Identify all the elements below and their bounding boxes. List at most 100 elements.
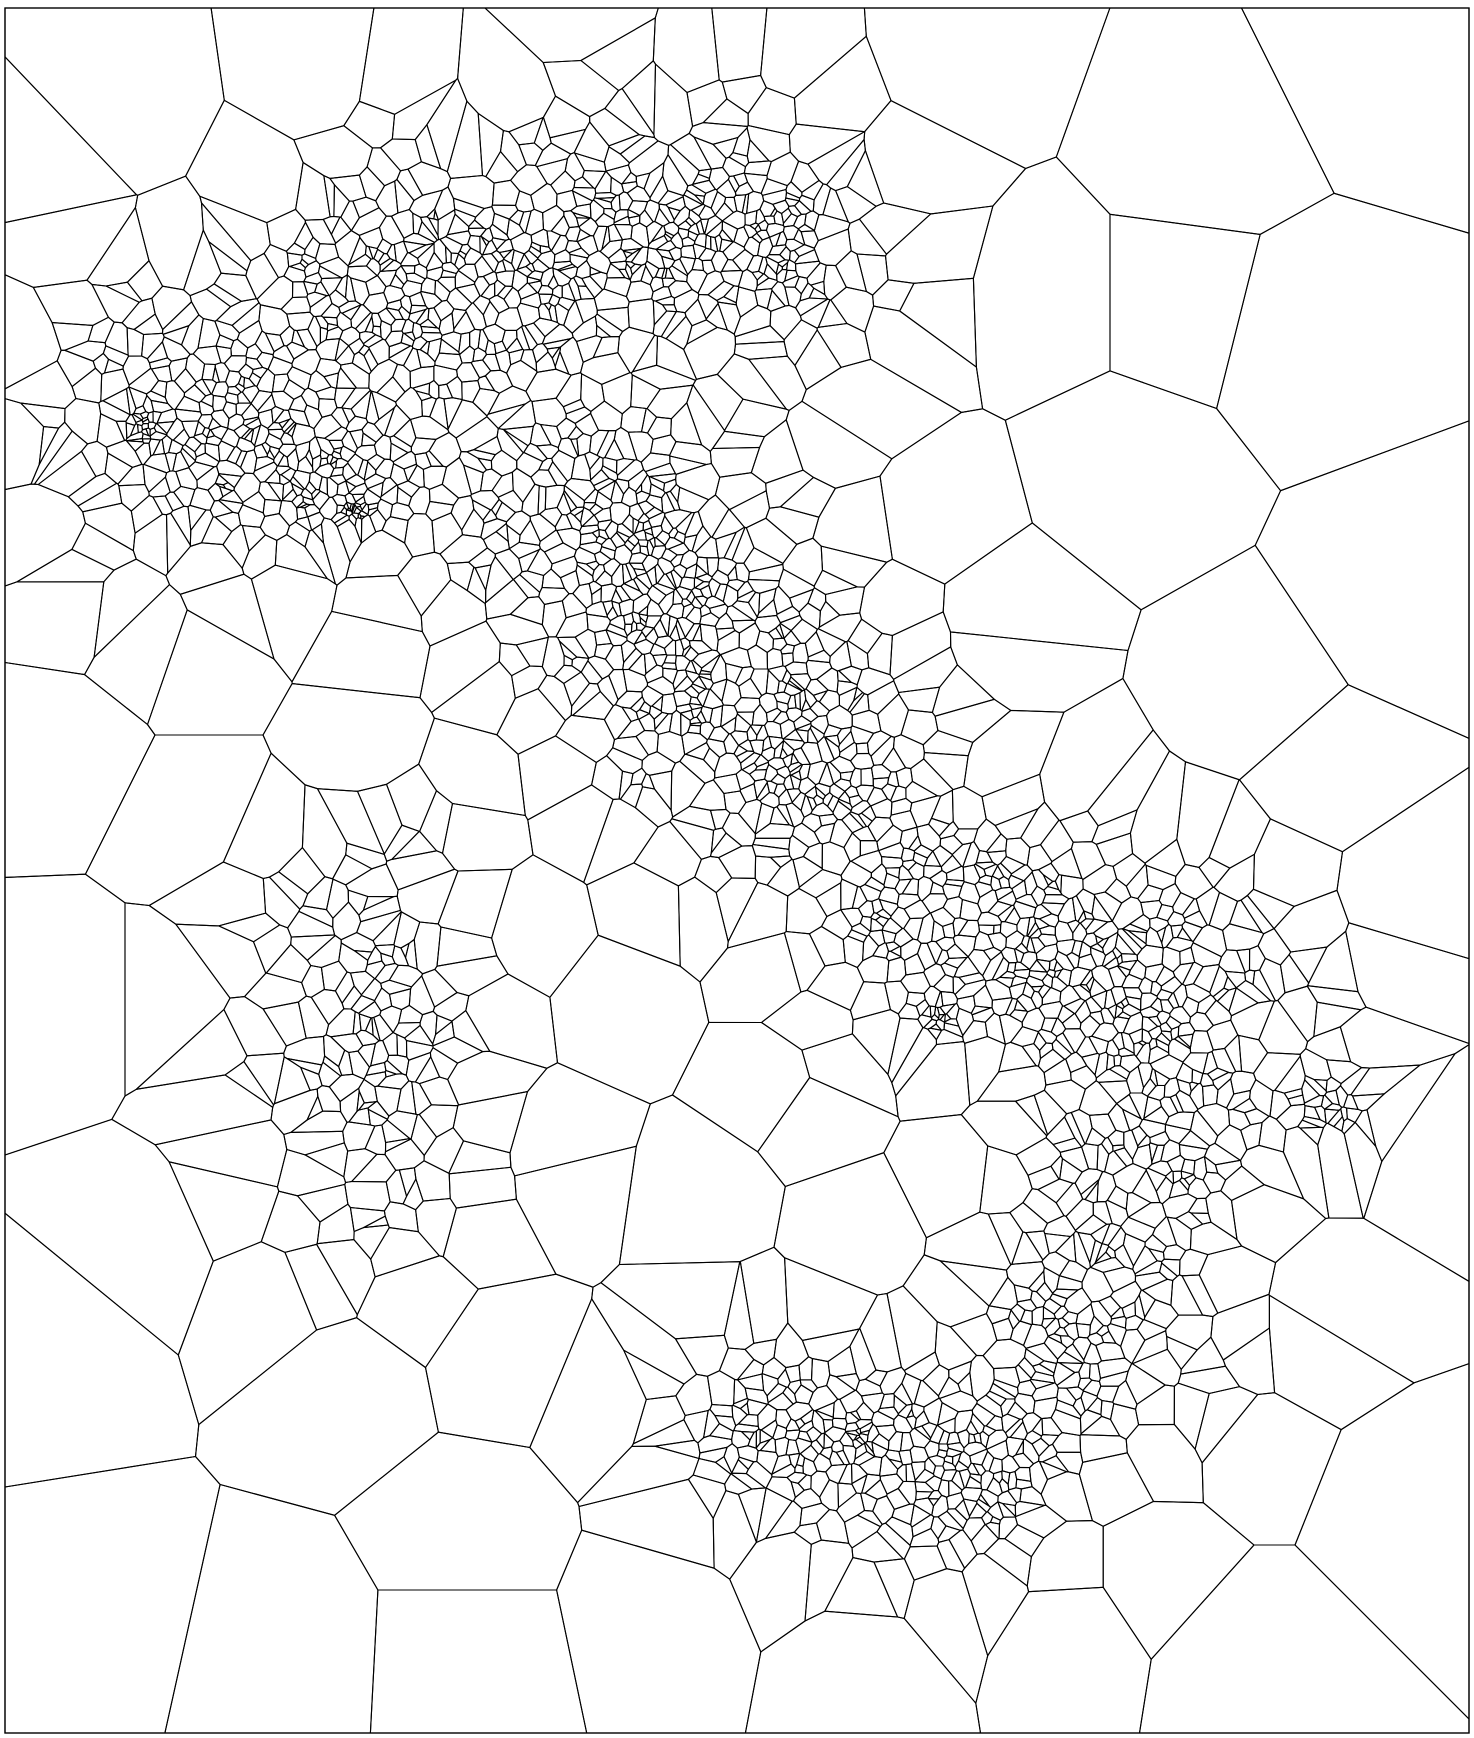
voronoi-cell <box>988 1276 1018 1311</box>
voronoi-cell <box>503 429 529 454</box>
voronoi-cell <box>491 237 507 251</box>
voronoi-cell <box>355 505 363 512</box>
voronoi-cell <box>620 583 644 602</box>
voronoi-cell <box>273 409 292 424</box>
voronoi-cell <box>849 981 891 1021</box>
voronoi-cell <box>734 562 750 583</box>
voronoi-cell <box>727 175 740 193</box>
voronoi-cell <box>759 1429 774 1444</box>
voronoi-cell <box>593 477 616 492</box>
voronoi-cell <box>1297 1119 1321 1129</box>
voronoi-cell <box>161 434 173 455</box>
voronoi-cell <box>419 290 443 310</box>
voronoi-cell <box>946 943 969 959</box>
voronoi-cell <box>488 294 510 314</box>
voronoi-cell <box>1201 1392 1342 1546</box>
voronoi-cell <box>1175 1089 1199 1114</box>
voronoi-cell <box>1070 841 1107 881</box>
voronoi-cell <box>1063 1287 1093 1315</box>
voronoi-cell <box>735 750 755 764</box>
voronoi-cell <box>341 430 359 454</box>
voronoi-cell <box>991 997 1013 1017</box>
voronoi-cell <box>1019 1309 1033 1326</box>
voronoi-cell <box>457 7 557 133</box>
voronoi-cell <box>1009 1421 1028 1441</box>
voronoi-cell <box>765 707 782 723</box>
voronoi-cell <box>135 419 144 427</box>
voronoi-cell <box>315 386 337 401</box>
voronoi-cell <box>944 878 965 887</box>
voronoi-cell <box>615 530 631 544</box>
voronoi-cell <box>724 1473 753 1495</box>
voronoi-cell <box>369 509 387 533</box>
voronoi-cell <box>421 396 437 418</box>
voronoi-cell <box>575 260 591 280</box>
voronoi-cell <box>743 172 768 194</box>
voronoi-cell <box>1032 1396 1059 1420</box>
voronoi-cell <box>702 688 724 710</box>
voronoi-cell <box>1093 1251 1112 1265</box>
voronoi-cell <box>1030 985 1043 993</box>
voronoi-cell <box>783 682 803 697</box>
voronoi-cell <box>779 718 797 740</box>
voronoi-cell <box>871 1441 889 1459</box>
voronoi-cell <box>1063 1343 1085 1364</box>
voronoi-cell <box>648 770 673 811</box>
voronoi-cell <box>635 490 651 505</box>
voronoi-cell <box>383 1059 403 1075</box>
voronoi-cell <box>299 258 309 269</box>
voronoi-cell <box>839 770 854 782</box>
voronoi-cell <box>518 142 544 167</box>
voronoi-cell <box>333 447 343 455</box>
voronoi-cell <box>1035 1281 1054 1302</box>
voronoi-cell <box>707 725 730 743</box>
voronoi-cell <box>562 398 586 415</box>
voronoi-cell <box>286 422 297 438</box>
voronoi-cell <box>408 242 435 259</box>
voronoi-cell <box>556 417 577 440</box>
voronoi-cell <box>1150 981 1162 997</box>
voronoi-cell <box>1333 1116 1345 1132</box>
voronoi-cell <box>694 194 706 205</box>
voronoi-cell <box>852 1438 864 1450</box>
voronoi-cell <box>773 585 794 615</box>
voronoi-cell <box>1038 1000 1064 1019</box>
voronoi-cell <box>1113 1147 1134 1167</box>
voronoi-cell <box>376 376 406 403</box>
voronoi-cell <box>466 449 496 462</box>
voronoi-cell <box>711 569 730 586</box>
voronoi-cell <box>1038 913 1060 928</box>
voronoi-cell <box>1065 1051 1088 1074</box>
voronoi-cell <box>734 181 755 196</box>
voronoi-cell <box>927 1454 946 1467</box>
voronoi-cell <box>98 400 131 422</box>
voronoi-cell <box>1041 1317 1056 1330</box>
voronoi-cell <box>937 1479 950 1498</box>
voronoi-cell <box>518 549 540 573</box>
voronoi-cell <box>818 762 835 788</box>
voronoi-cell <box>362 292 389 314</box>
voronoi-cell <box>194 452 220 468</box>
voronoi-cell <box>911 1403 925 1420</box>
voronoi-cell <box>963 709 1065 798</box>
voronoi-cell <box>164 491 185 512</box>
voronoi-cell <box>82 502 136 552</box>
voronoi-cell <box>342 1121 376 1152</box>
voronoi-cell <box>542 204 565 232</box>
voronoi-cell <box>1151 1144 1165 1165</box>
voronoi-cell <box>271 390 295 411</box>
voronoi-cell <box>1175 1211 1204 1230</box>
voronoi-cell <box>448 1140 512 1175</box>
voronoi-cell <box>900 938 922 961</box>
voronoi-cell <box>125 438 144 443</box>
voronoi-cell <box>315 436 335 456</box>
voronoi-cell <box>883 1114 989 1239</box>
voronoi-cell <box>548 304 558 324</box>
voronoi-cell <box>628 653 647 677</box>
voronoi-cell <box>398 1167 417 1197</box>
voronoi-cell <box>673 530 686 544</box>
voronoi-cell <box>1117 928 1143 956</box>
voronoi-cell <box>681 598 693 608</box>
voronoi-cell <box>506 524 521 550</box>
voronoi-cell <box>1211 1047 1237 1074</box>
